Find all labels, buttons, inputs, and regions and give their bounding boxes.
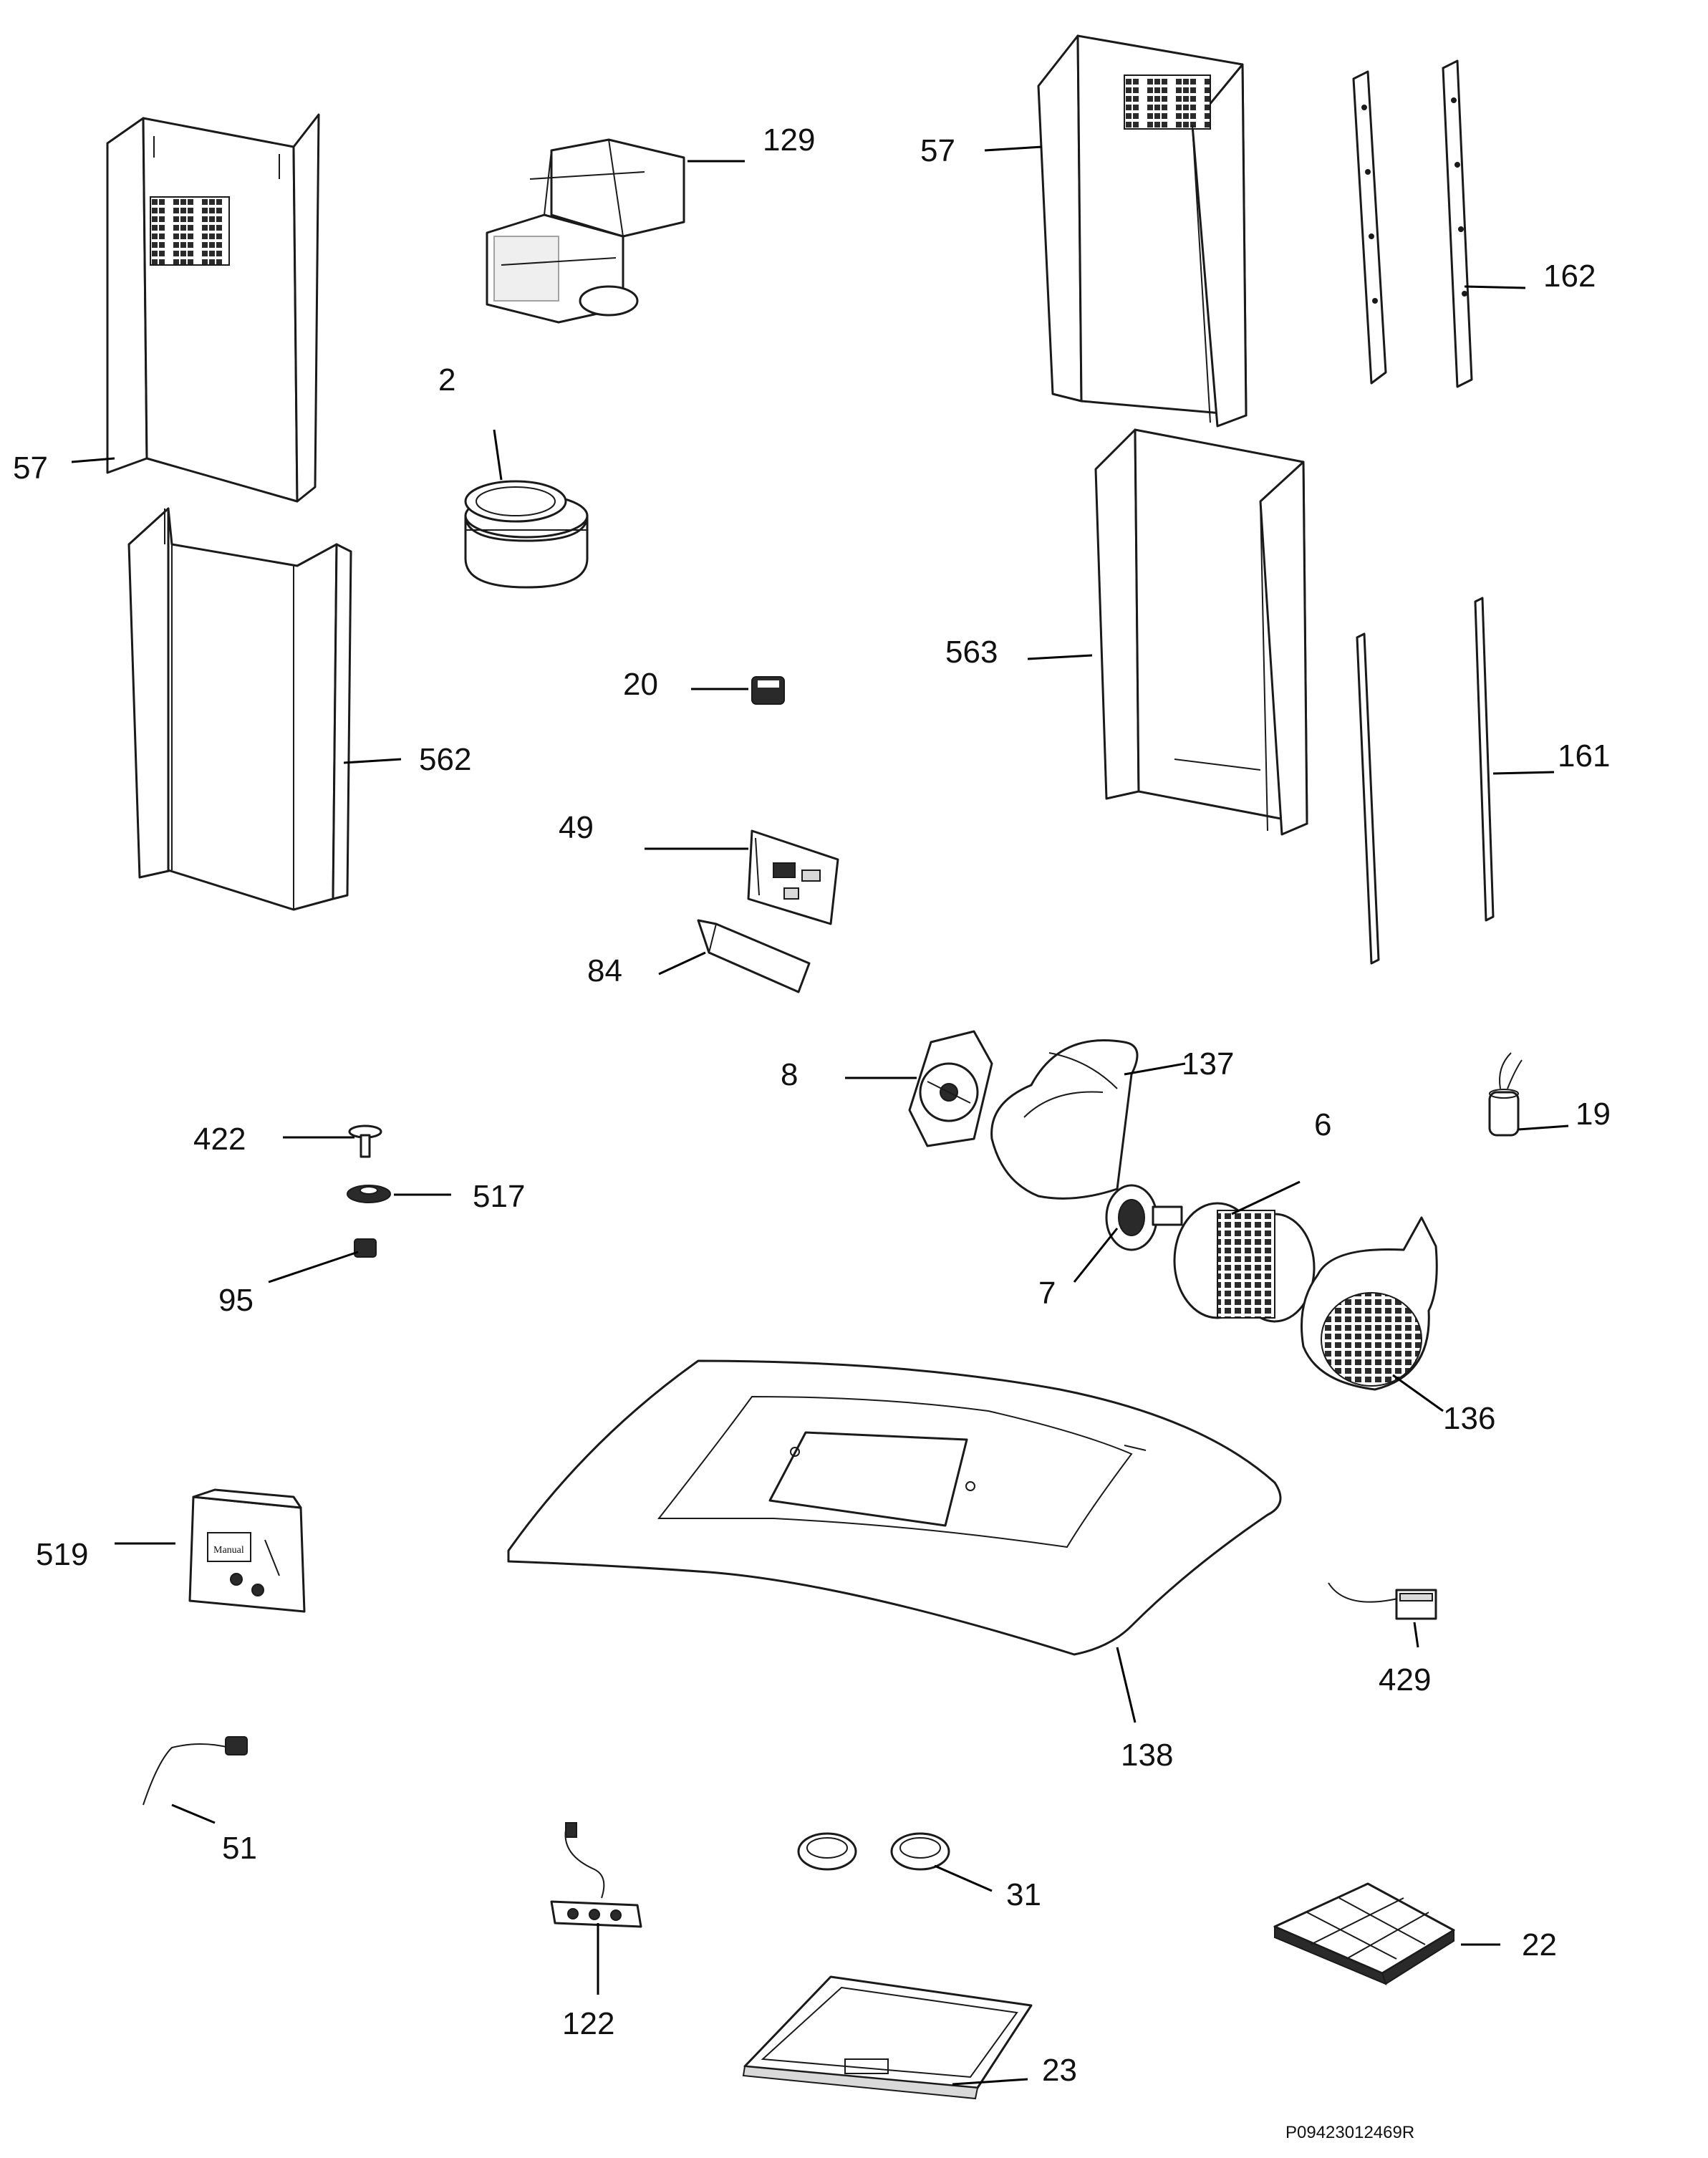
label-49: 49	[559, 810, 594, 845]
label-57-left: 57	[13, 451, 48, 486]
label-7: 7	[1038, 1276, 1056, 1311]
label-517: 517	[473, 1179, 525, 1214]
label-57-right: 57	[920, 133, 955, 168]
part-129-duct-adaptor	[486, 138, 685, 324]
drawing-code: P09423012469R	[1285, 2123, 1414, 2142]
part-429-switch	[1328, 1582, 1437, 1620]
label-6: 6	[1314, 1107, 1331, 1142]
part-23-grease-filter	[742, 1975, 1033, 2100]
part-122-control-panel	[550, 1822, 642, 1928]
label-95: 95	[218, 1283, 254, 1318]
part-8-motor-plate	[908, 1030, 993, 1147]
label-562: 562	[419, 742, 471, 777]
part-6-blower-wheel	[1173, 1202, 1316, 1323]
part-31-lamps	[797, 1832, 950, 1871]
part-138-glass-canopy	[507, 1359, 1282, 1656]
label-51: 51	[222, 1831, 257, 1866]
label-519: 519	[36, 1537, 88, 1572]
part-7-motor	[1105, 1184, 1183, 1251]
label-2: 2	[438, 362, 455, 398]
label-137: 137	[1182, 1046, 1234, 1082]
label-136: 136	[1443, 1401, 1495, 1436]
label-161: 161	[1558, 738, 1610, 774]
part-519-accessory-bag: Manual	[188, 1488, 306, 1613]
manual-label: Manual	[213, 1545, 244, 1556]
label-138: 138	[1121, 1738, 1173, 1773]
part-51-cable	[143, 1736, 248, 1806]
part-137-scroll-housing	[990, 1039, 1139, 1200]
part-563-chimney-lower-right	[1094, 428, 1308, 836]
label-162: 162	[1543, 259, 1596, 294]
part-517-washer	[347, 1185, 391, 1203]
part-422-screw	[348, 1124, 382, 1158]
part-162-trim-strips	[1352, 59, 1473, 388]
label-23: 23	[1042, 2053, 1077, 2088]
part-2-collar-ring	[464, 480, 589, 589]
part-84-cover-bracket	[697, 919, 811, 993]
part-161-trim-strips-long	[1356, 597, 1495, 965]
part-49-circuit-board	[747, 829, 839, 925]
label-8: 8	[781, 1057, 798, 1092]
part-136-blower-housing	[1301, 1216, 1438, 1391]
label-20: 20	[623, 667, 658, 702]
leader-lines	[71, 145, 1569, 2086]
part-labels: 57 129 2 57 162 562 563 161 20 49 84 8 1…	[13, 122, 1611, 2142]
label-31: 31	[1006, 1877, 1041, 1912]
part-57-chimney-upper-right	[1037, 34, 1248, 428]
label-22: 22	[1522, 1927, 1557, 1962]
part-19-capacitor	[1488, 1052, 1523, 1137]
label-84: 84	[587, 953, 622, 988]
label-422: 422	[193, 1122, 246, 1157]
part-95-clip	[354, 1238, 377, 1258]
part-57-chimney-upper-left	[106, 113, 320, 503]
label-129: 129	[763, 122, 815, 158]
label-563: 563	[945, 635, 998, 670]
label-19: 19	[1576, 1097, 1611, 1132]
label-122: 122	[562, 2006, 614, 2041]
label-429: 429	[1379, 1662, 1431, 1697]
part-22-carbon-filter	[1273, 1882, 1455, 1985]
part-20-connector	[751, 676, 785, 705]
part-562-chimney-lower-left	[127, 507, 352, 911]
